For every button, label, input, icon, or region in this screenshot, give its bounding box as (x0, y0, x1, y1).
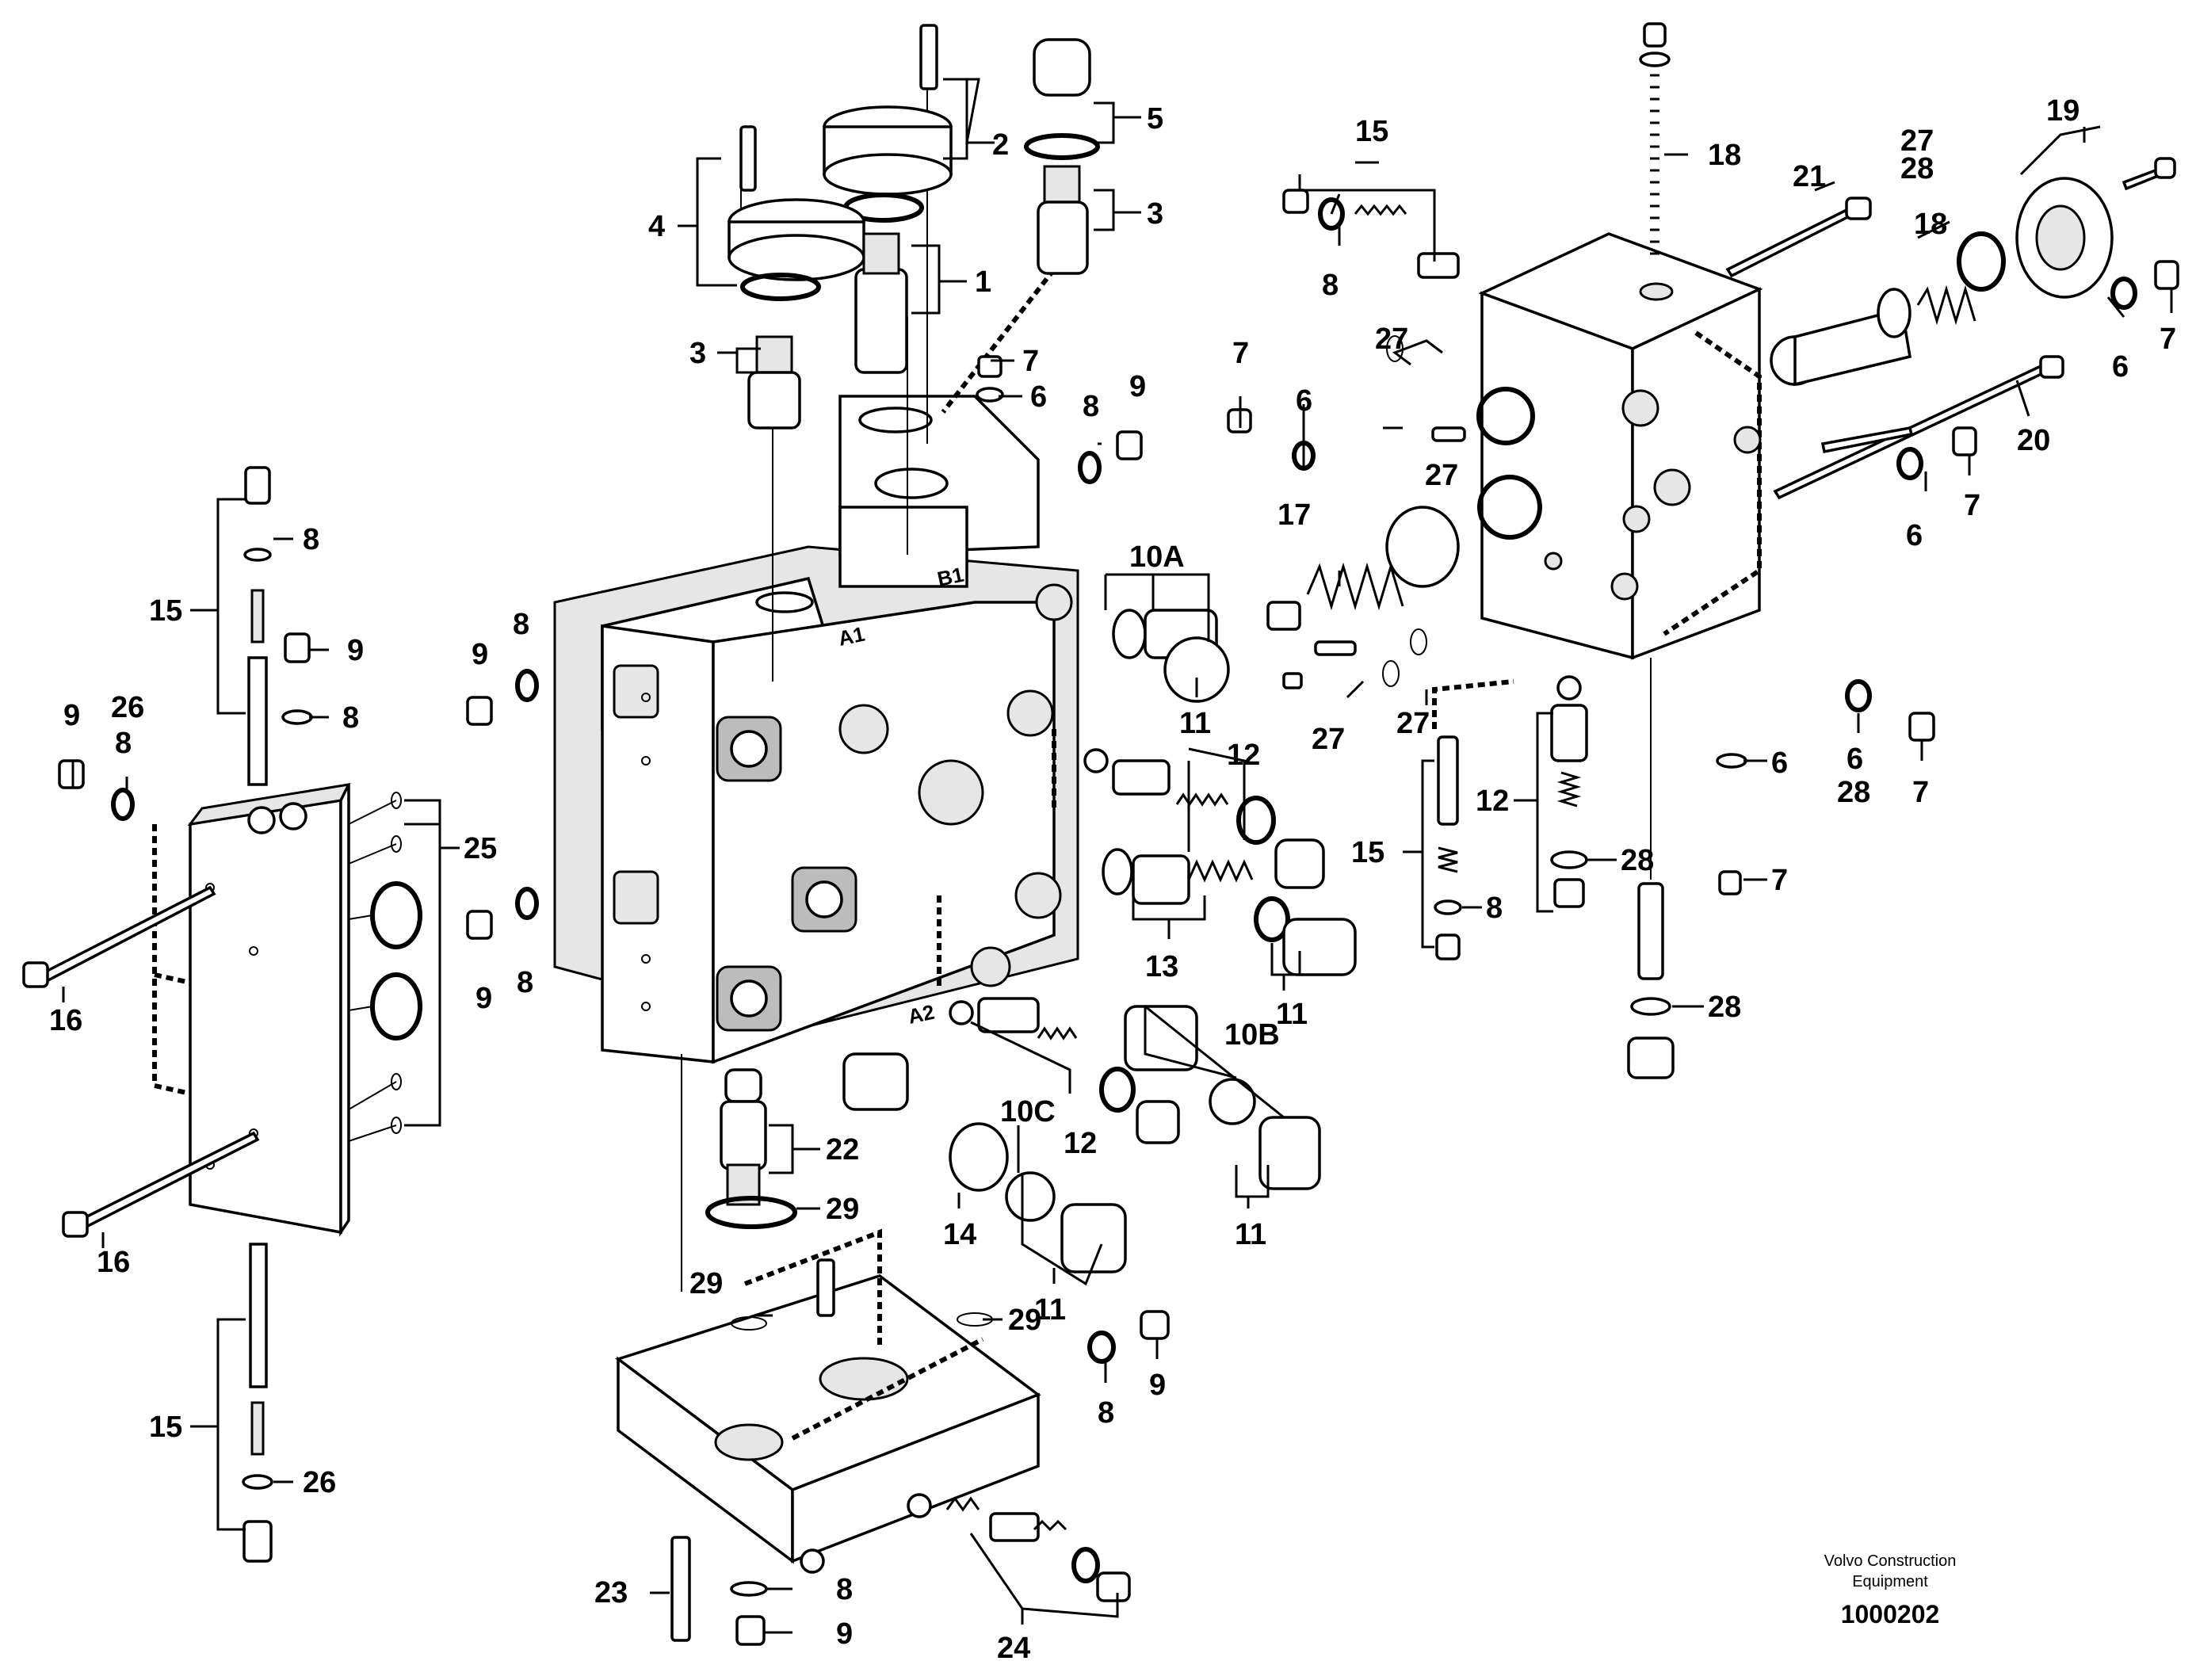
callout-4: 4 (648, 210, 665, 243)
callout-16: 16 (97, 1246, 130, 1279)
left-manifold-block (22, 466, 441, 1563)
callout-27: 27 (1425, 459, 1458, 492)
callout-12: 12 (1476, 785, 1509, 818)
callout-15: 15 (149, 1411, 182, 1444)
body-marking-b1: B1 (935, 563, 966, 591)
callout-8: 8 (1083, 390, 1099, 423)
callout-27: 27 (1900, 124, 1934, 158)
callout-28: 28 (1900, 152, 1934, 185)
callout-5: 5 (1147, 102, 1163, 136)
callout-22: 22 (826, 1133, 859, 1166)
callout-labels: 2 5 3 1 4 3 7 6 8 9 10A 11 9 8 12 9 8 13… (49, 94, 2176, 1665)
body-marking-a2: A2 (906, 1000, 937, 1029)
leader-lines (62, 78, 2173, 1634)
callout-8: 8 (342, 701, 359, 735)
valve-port (716, 716, 782, 782)
callout-8: 8 (1486, 892, 1503, 925)
callout-11: 11 (1235, 1218, 1266, 1251)
callout-11: 11 (1276, 998, 1308, 1031)
callout-23: 23 (594, 1576, 628, 1609)
callout-6: 6 (1906, 519, 1923, 552)
callout-15: 15 (149, 594, 182, 628)
callout-11: 11 (1179, 707, 1211, 740)
callout-9: 9 (472, 638, 488, 671)
credit-line-2: Equipment (1852, 1573, 1928, 1590)
callout-6: 6 (1847, 743, 1863, 776)
callout-21: 21 (1793, 160, 1826, 193)
callout-9: 9 (63, 699, 80, 732)
callout-11: 11 (1034, 1293, 1066, 1327)
right-valve-block (1227, 22, 2179, 1079)
callout-6: 6 (1296, 384, 1312, 418)
valve-port (791, 866, 857, 933)
callout-8: 8 (517, 966, 533, 999)
body-marking-a1: A1 (836, 622, 867, 651)
callout-7: 7 (1022, 345, 1039, 378)
callout-18: 18 (1914, 208, 1947, 241)
callout-27: 27 (1312, 723, 1345, 756)
callout-10b: 10B (1224, 1018, 1280, 1052)
callout-7: 7 (1232, 337, 1249, 370)
callout-10c: 10C (1000, 1095, 1056, 1128)
callout-3: 3 (689, 337, 706, 370)
callout-20: 20 (2017, 424, 2050, 457)
valve-port (716, 965, 782, 1032)
callout-7: 7 (2160, 323, 2176, 356)
callout-6: 6 (1771, 746, 1788, 780)
callout-28: 28 (1621, 844, 1654, 877)
callout-3: 3 (1147, 197, 1163, 231)
callout-7: 7 (1912, 776, 1929, 809)
callout-24: 24 (997, 1632, 1030, 1665)
callout-17: 17 (1277, 498, 1311, 532)
callout-8: 8 (513, 608, 529, 641)
callout-29: 29 (826, 1193, 859, 1226)
callout-6: 6 (1030, 380, 1047, 414)
callout-6: 6 (2112, 350, 2129, 384)
callout-9: 9 (475, 982, 492, 1015)
bottom-plate (615, 1228, 1170, 1646)
callout-14: 14 (943, 1218, 976, 1251)
callout-28: 28 (1837, 776, 1870, 809)
callout-7: 7 (1771, 864, 1788, 897)
main-valve-body: A1 B1 A2 (553, 87, 1079, 1064)
drawing-credit: Volvo Construction Equipment 1000202 (1824, 1552, 1957, 1628)
callout-15: 15 (1355, 115, 1388, 148)
callout-28: 28 (1708, 991, 1741, 1024)
callout-8: 8 (303, 523, 319, 556)
callout-18: 18 (1708, 139, 1741, 172)
top-components (728, 24, 1100, 430)
callout-8: 8 (115, 727, 132, 760)
callout-1: 1 (975, 265, 991, 299)
callout-12: 12 (1227, 739, 1260, 772)
side-components (466, 430, 1357, 1292)
callout-16: 16 (49, 1004, 82, 1037)
callout-29: 29 (1008, 1304, 1041, 1337)
callout-13: 13 (1145, 950, 1178, 983)
callout-26: 26 (303, 1466, 336, 1499)
callout-25: 25 (464, 832, 497, 865)
callout-19: 19 (2046, 94, 2080, 128)
callout-8: 8 (1322, 269, 1339, 302)
callout-9: 9 (836, 1617, 853, 1651)
callout-10a: 10A (1129, 540, 1185, 574)
callout-27: 27 (1396, 707, 1430, 740)
drawing-number: 1000202 (1841, 1600, 1940, 1628)
callout-2: 2 (992, 128, 1009, 162)
callout-15: 15 (1351, 836, 1384, 869)
callout-29: 29 (689, 1267, 723, 1300)
callout-9: 9 (1129, 370, 1146, 403)
callout-8: 8 (1098, 1396, 1114, 1430)
callout-9: 9 (1149, 1369, 1166, 1402)
callout-7: 7 (1964, 489, 1980, 522)
callout-9: 9 (347, 634, 364, 667)
callout-26: 26 (111, 691, 144, 724)
callout-27: 27 (1375, 323, 1408, 356)
credit-line-1: Volvo Construction (1824, 1552, 1957, 1570)
callout-12: 12 (1064, 1127, 1097, 1160)
callout-8: 8 (836, 1573, 853, 1606)
